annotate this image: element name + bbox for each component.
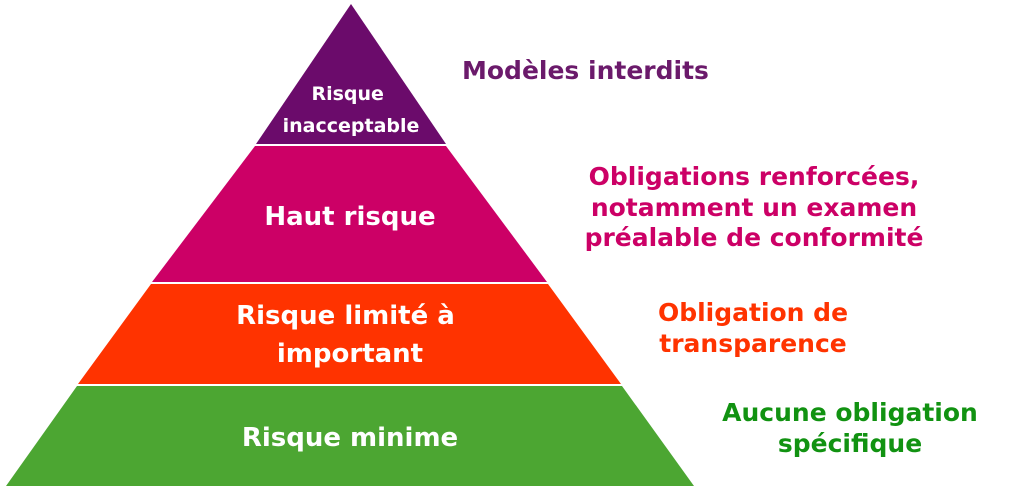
tier-minimal-obligation-line2: spécifique bbox=[777, 428, 923, 458]
tier-limited-obligation: Obligation de transparence bbox=[628, 298, 878, 359]
tier-limited-risk bbox=[78, 284, 621, 384]
tier-high-label-line1: Haut risque bbox=[264, 202, 435, 232]
tier-unacceptable-obligation-line1: Modèles interdits bbox=[462, 56, 709, 85]
tier-minimal-label-line1: Risque minime bbox=[242, 423, 458, 453]
tier-minimal-risk bbox=[6, 386, 694, 486]
tier-limited-obligation-line1: Obligation de bbox=[657, 298, 849, 327]
tier-limited-label-line1: Risque limité à bbox=[236, 301, 455, 331]
tier-minimal-label: Risque minime bbox=[242, 423, 458, 453]
tier-high-label: Haut risque bbox=[264, 202, 435, 232]
tier-high-obligation-line2: notamment un examen bbox=[590, 192, 918, 222]
tier-unacceptable-obligation: Modèles interdits bbox=[462, 56, 709, 87]
tier-high-obligation-line3: préalable de conformité bbox=[584, 223, 924, 252]
tier-high-risk bbox=[152, 146, 547, 282]
tier-high-obligation: Obligations renforcées, notamment un exa… bbox=[562, 162, 946, 254]
tier-limited-obligation-line2: transparence bbox=[659, 328, 847, 358]
tier-unacceptable-label-line1: Risque bbox=[311, 83, 383, 105]
tier-unacceptable-label: Risque inacceptable bbox=[283, 83, 420, 137]
tier-limited-label: Risque limité à important bbox=[236, 301, 464, 369]
tier-limited-label-line2: important bbox=[277, 339, 423, 369]
tier-high-obligation-line1: Obligations renforcées, bbox=[588, 162, 920, 191]
tier-minimal-obligation: Aucune obligation spécifique bbox=[700, 398, 1000, 459]
tier-unacceptable-label-line2: inacceptable bbox=[283, 115, 420, 137]
tier-unacceptable-risk bbox=[256, 4, 446, 144]
tier-minimal-obligation-line1: Aucune obligation bbox=[722, 398, 978, 427]
